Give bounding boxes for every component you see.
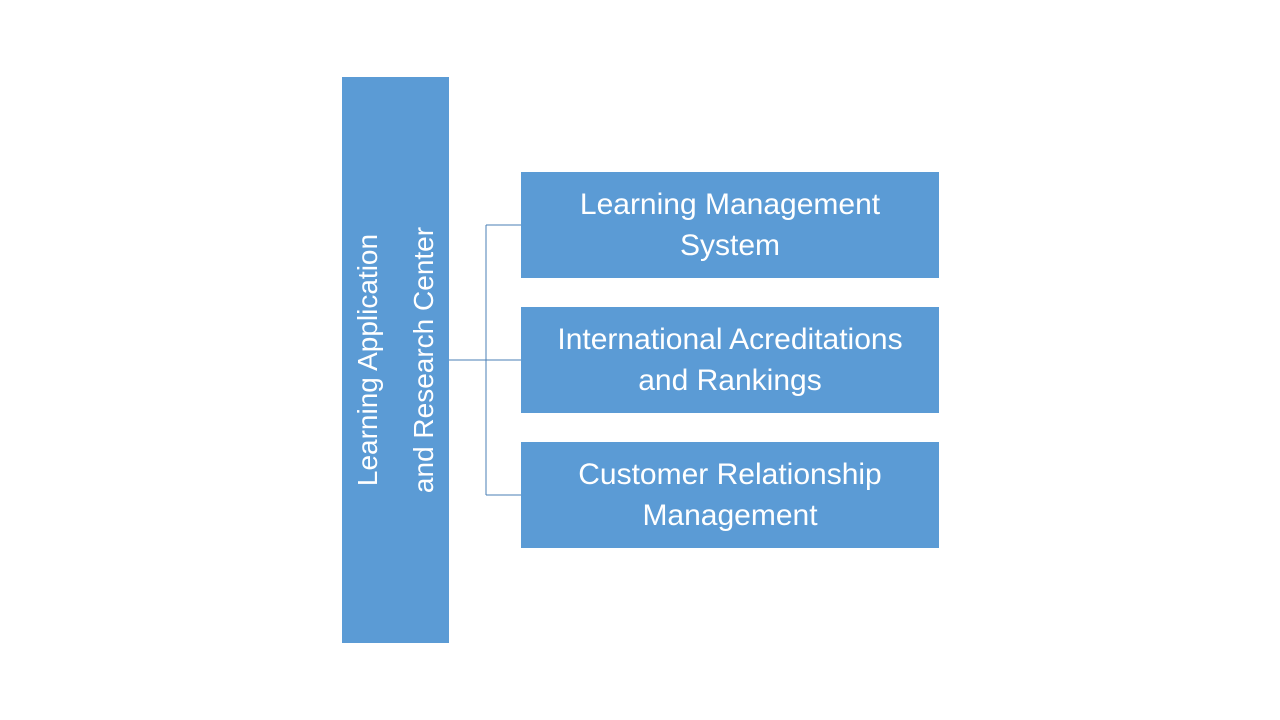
child-node-customer-relationship-management: Customer Relationship Management xyxy=(521,442,939,548)
child-node-learning-management-system: Learning Management System xyxy=(521,172,939,278)
child-node-label: Learning Management System xyxy=(579,188,881,262)
root-node-label: Learning Application and Research Center xyxy=(351,226,439,494)
child-node-label: International Acreditations and Rankings xyxy=(557,323,903,397)
root-node-learning-application-research-center: Learning Application and Research Center xyxy=(342,77,449,643)
child-node-label: Customer Relationship Management xyxy=(578,458,882,532)
child-node-international-acreditations: International Acreditations and Rankings xyxy=(521,307,939,413)
